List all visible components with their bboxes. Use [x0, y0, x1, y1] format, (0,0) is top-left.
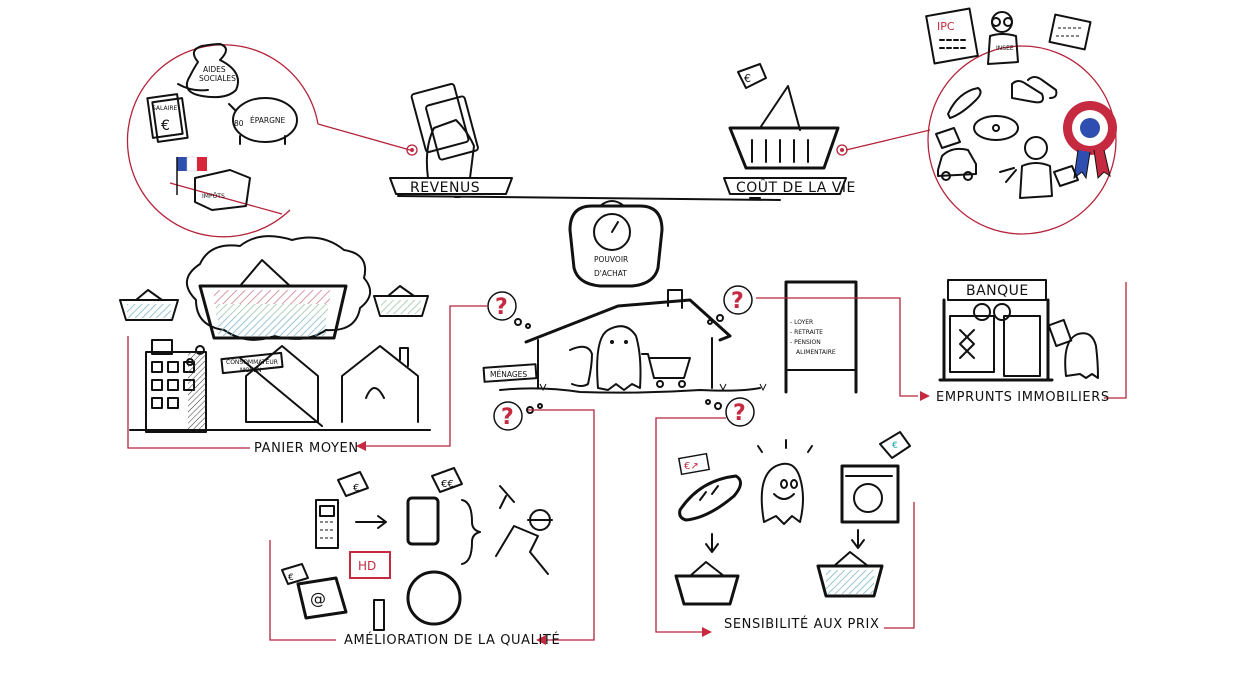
cout-vie-circle: IPC INSEE	[836, 7, 1117, 235]
filled-basket-icon	[816, 551, 884, 598]
arrow-icon	[355, 515, 387, 529]
brace-icon	[461, 499, 481, 565]
phone-tag-2: €€	[441, 479, 454, 490]
bag-text-2: SOCIALES	[199, 74, 236, 83]
calculator-icon: IPC	[925, 7, 979, 65]
worried-character	[760, 462, 804, 525]
cout-vie-label: COÛT DE LA VIE	[736, 178, 856, 196]
salary-euro: €	[161, 118, 170, 134]
purchasing-power-gauge: POUVOIR D'ACHAT	[568, 200, 664, 288]
shopping-cart-icon	[641, 353, 691, 379]
down-arrow-icon	[705, 533, 719, 553]
laptop-icon: @ €	[281, 563, 348, 620]
salary-label: SALAIRE	[152, 105, 178, 112]
phone-tag-1: €	[353, 483, 359, 494]
washing-machine-icon: €	[840, 431, 911, 524]
document-scroll	[569, 345, 593, 387]
bag-text-1: AIDES	[203, 65, 226, 74]
board-line-4: ALIMENTAIRE	[796, 349, 836, 356]
question-mark-4: ?	[705, 397, 755, 427]
small-basket-icon	[119, 299, 179, 321]
balance-scale: REVENUS COÛT DE LA VIE € POUVOIR D'ACH	[389, 63, 856, 288]
board-line-2: - RETRAITE	[790, 329, 823, 336]
thought-cloud	[186, 235, 371, 341]
sensibilite-label: SENSIBILITÉ AUX PRIX	[724, 616, 879, 632]
household-house: MÉNAGES	[482, 289, 767, 394]
bread-icon: €↗	[677, 452, 742, 522]
basket-icon: €	[728, 63, 840, 170]
question-text: ?	[733, 401, 746, 426]
relaxing-person-icon	[495, 485, 553, 575]
svg-text:@: @	[310, 589, 326, 608]
empty-basket-icon	[674, 561, 740, 606]
ipc-label: IPC	[937, 20, 955, 33]
question-mark-3: ?	[493, 401, 543, 431]
menages-label: MÉNAGES	[490, 370, 527, 379]
emprunts-label: EMPRUNTS IMMOBILIERS	[936, 390, 1110, 405]
qualite-label: AMÉLIORATION DE LA QUALITÉ	[344, 632, 560, 648]
salary-notes-icon: SALAIRE €	[146, 93, 189, 143]
bank-building-icon: BANQUE	[938, 279, 1054, 382]
shoes-icon	[1011, 76, 1058, 104]
house-icon	[341, 345, 419, 423]
consumer-tag-1: CONSOMMATEUR	[226, 359, 278, 366]
ghost-character	[596, 325, 642, 391]
piggy-bank-icon: ÉPARGNE 80	[228, 97, 298, 145]
piggy-label: ÉPARGNE	[250, 116, 286, 125]
gauge-label-1: POUVOIR	[594, 255, 628, 264]
bread-icon	[947, 87, 982, 119]
board-line-3: - PENSION	[790, 339, 821, 346]
income-sources-board: - LOYER - RETRAITE - PENSION ALIMENTAIRE	[784, 280, 858, 394]
money-bag-icon: AIDES SOCIALES	[177, 43, 239, 99]
bank-label: BANQUE	[966, 283, 1029, 299]
question-text: ?	[731, 289, 744, 314]
globe-icon	[406, 570, 462, 626]
qualite-section: AMÉLIORATION DE LA QUALITÉ € €€ HD	[269, 409, 595, 648]
tax-box-icon: IMPÔTS	[176, 156, 251, 211]
price-tag-icon	[1053, 165, 1079, 187]
question-mark-1: ?	[487, 291, 531, 329]
question-mark-2: ?	[707, 285, 753, 325]
laptop-tag: €	[288, 573, 294, 583]
piggy-number: 80	[234, 119, 244, 128]
price-tag-icon	[935, 127, 961, 149]
cd-icon	[973, 115, 1019, 141]
panier-moyen-label: PANIER MOYEN	[254, 441, 359, 456]
cordless-phone-icon	[373, 599, 385, 631]
gauge-label-2: D'ACHAT	[594, 269, 627, 278]
insee-label: INSEE	[996, 45, 1014, 52]
hand-money-icon	[410, 83, 479, 179]
board-line-1: - LOYER	[790, 319, 813, 326]
basket-tag-euro: €	[744, 72, 751, 85]
tax-label: IMPÔTS	[202, 193, 225, 200]
insee-person-icon: INSEE	[987, 11, 1019, 65]
smartphone-icon: €€	[406, 467, 463, 546]
crossed-house-icon: CONSOMMATEUR MOYEN	[220, 345, 323, 427]
revenus-label: REVENUS	[410, 180, 480, 196]
hd-tv-icon: HD	[349, 551, 391, 579]
sensibilite-section: SENSIBILITÉ AUX PRIX €↗ €	[655, 417, 915, 637]
down-arrow-icon	[851, 529, 865, 549]
machine-tag: €	[892, 441, 898, 451]
emprunts-section: EMPRUNTS IMMOBILIERS BANQUE	[756, 279, 1127, 405]
cockade-icon	[1063, 101, 1117, 180]
tv-label: HD	[358, 559, 376, 573]
question-text: ?	[501, 405, 514, 430]
small-basket-icon	[373, 295, 429, 317]
consumer-tag-2: MOYEN	[240, 367, 262, 374]
old-phone-icon: €	[315, 471, 369, 549]
panier-moyen-section: PANIER MOYEN CONSOMMATEUR MOYEN	[119, 235, 488, 456]
question-text: ?	[495, 295, 508, 320]
ghost-character	[1064, 332, 1099, 379]
bread-tag: €↗	[684, 461, 699, 472]
revenus-circle: AIDES SOCIALES SALAIRE € ÉPARGNE 80 IMPÔ…	[126, 43, 418, 238]
apartment-building-icon	[145, 339, 207, 433]
hairdresser-icon	[999, 136, 1053, 199]
car-icon	[937, 147, 977, 177]
calendar-icon	[1048, 13, 1092, 51]
